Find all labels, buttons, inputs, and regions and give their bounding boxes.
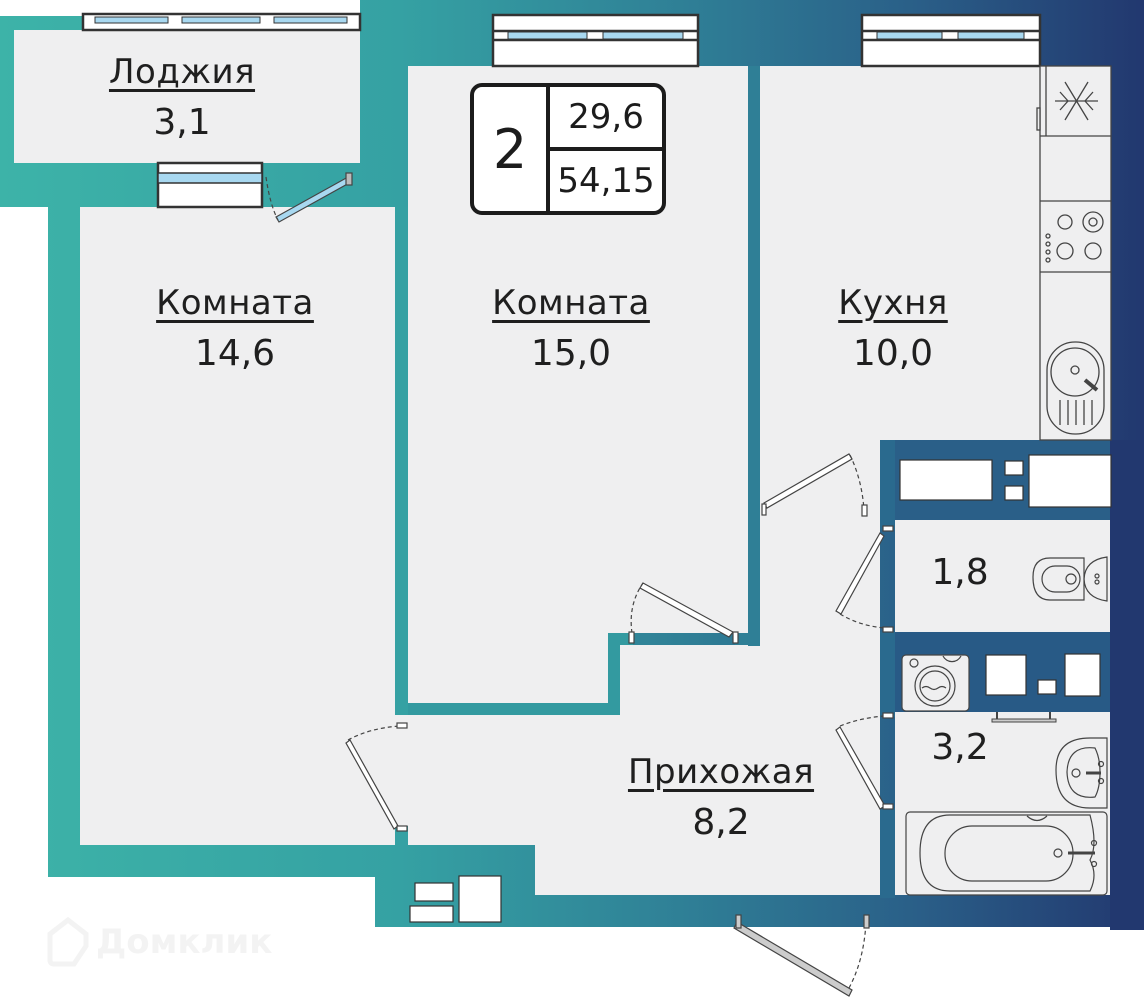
room-label-loggia: Лоджия 3,1 xyxy=(109,52,255,143)
kitchen-counter xyxy=(1036,65,1112,441)
kitchen-floor xyxy=(760,66,1042,440)
wc-floor xyxy=(895,520,1110,632)
room-label-hall: Прихожая 8,2 xyxy=(628,752,814,843)
room-area: 8,2 xyxy=(692,802,750,843)
washing-machine-icon xyxy=(901,654,970,712)
total-area: 54,15 xyxy=(557,161,655,201)
room-area: 10,0 xyxy=(852,333,934,374)
loggia-floor xyxy=(14,30,360,163)
watermark-text: Домклик xyxy=(96,922,273,962)
room-1-floor xyxy=(80,207,395,845)
bathroom-sink-icon xyxy=(1055,737,1108,809)
room-label-bathroom: 3,2 xyxy=(931,727,988,768)
room-area: 3,2 xyxy=(931,727,989,768)
towel-rail-icon xyxy=(991,712,1057,723)
shaft-boxes xyxy=(409,454,1112,923)
floors xyxy=(14,30,1110,895)
room-area: 15,0 xyxy=(530,333,612,374)
watermark: Домклик xyxy=(46,916,272,968)
room-label-wc: 1,8 xyxy=(931,552,988,593)
rooms-count: 2 xyxy=(474,87,550,211)
room-name: Прихожая xyxy=(627,752,815,792)
room-area: 14,6 xyxy=(194,333,276,374)
hall-floor xyxy=(408,440,880,895)
house-logo-icon xyxy=(47,916,89,967)
room-name: Комната xyxy=(156,283,314,323)
room-label-room-1: Комната 14,6 xyxy=(156,283,314,374)
room-label-kitchen: Кухня 10,0 xyxy=(838,283,948,374)
toilet-icon xyxy=(1032,556,1108,602)
bathtub-icon xyxy=(905,811,1108,896)
room-2-floor xyxy=(408,66,748,703)
door-icon xyxy=(265,172,894,997)
bath-floor xyxy=(895,712,1110,895)
room-area: 3,1 xyxy=(153,102,211,143)
room-label-room-2: Комната 15,0 xyxy=(492,283,650,374)
fridge-icon xyxy=(1055,81,1098,121)
apartment-summary-badge: 2 29,6 54,15 xyxy=(470,83,666,215)
room-name: Кухня xyxy=(838,283,948,323)
stove-icon xyxy=(1045,211,1104,263)
room-name: Лоджия xyxy=(108,52,256,92)
window-icon xyxy=(81,12,1042,209)
hall-door-area xyxy=(395,715,415,845)
living-area: 29,6 xyxy=(550,87,662,151)
kitchen-sink-icon xyxy=(1046,341,1105,435)
room-area: 1,8 xyxy=(931,552,989,593)
room-name: Комната xyxy=(492,283,650,323)
